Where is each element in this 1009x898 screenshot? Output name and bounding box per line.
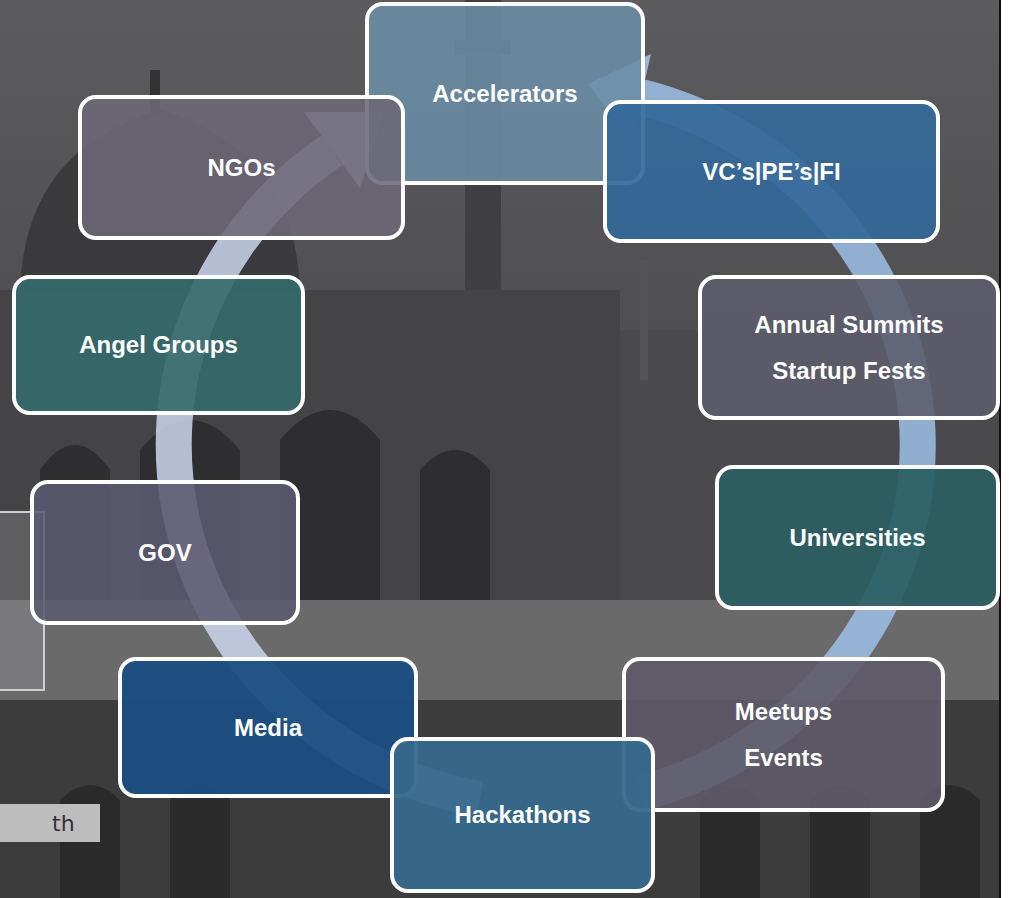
ecosystem-box: Media <box>118 657 418 798</box>
box-label: Hackathons <box>454 792 590 838</box>
ecosystem-box: Hackathons <box>390 737 655 893</box>
ecosystem-box: GOV <box>30 480 300 625</box>
box-label: GOV <box>138 530 191 576</box>
cut-label: th <box>52 811 75 836</box>
box-label: VC’s|PE’s|FI <box>702 149 840 195</box>
ecosystem-box: VC’s|PE’s|FI <box>603 100 940 243</box>
box-label: Accelerators <box>432 71 577 117</box>
box-label: Meetups Events <box>699 689 869 780</box>
box-label: Angel Groups <box>79 322 238 368</box>
ecosystem-box: Annual Summits Startup Fests <box>698 275 1000 420</box>
ecosystem-box: Meetups Events <box>622 657 945 812</box>
box-label: Universities <box>789 515 925 561</box>
ecosystem-box: Angel Groups <box>12 275 305 415</box>
ecosystem-box: Universities <box>715 465 1000 610</box>
box-label: Annual Summits Startup Fests <box>734 302 964 393</box>
label-tab: th <box>0 804 100 842</box>
ecosystem-box: NGOs <box>78 95 405 240</box>
box-label: NGOs <box>207 145 275 191</box>
box-label: Media <box>234 705 302 751</box>
